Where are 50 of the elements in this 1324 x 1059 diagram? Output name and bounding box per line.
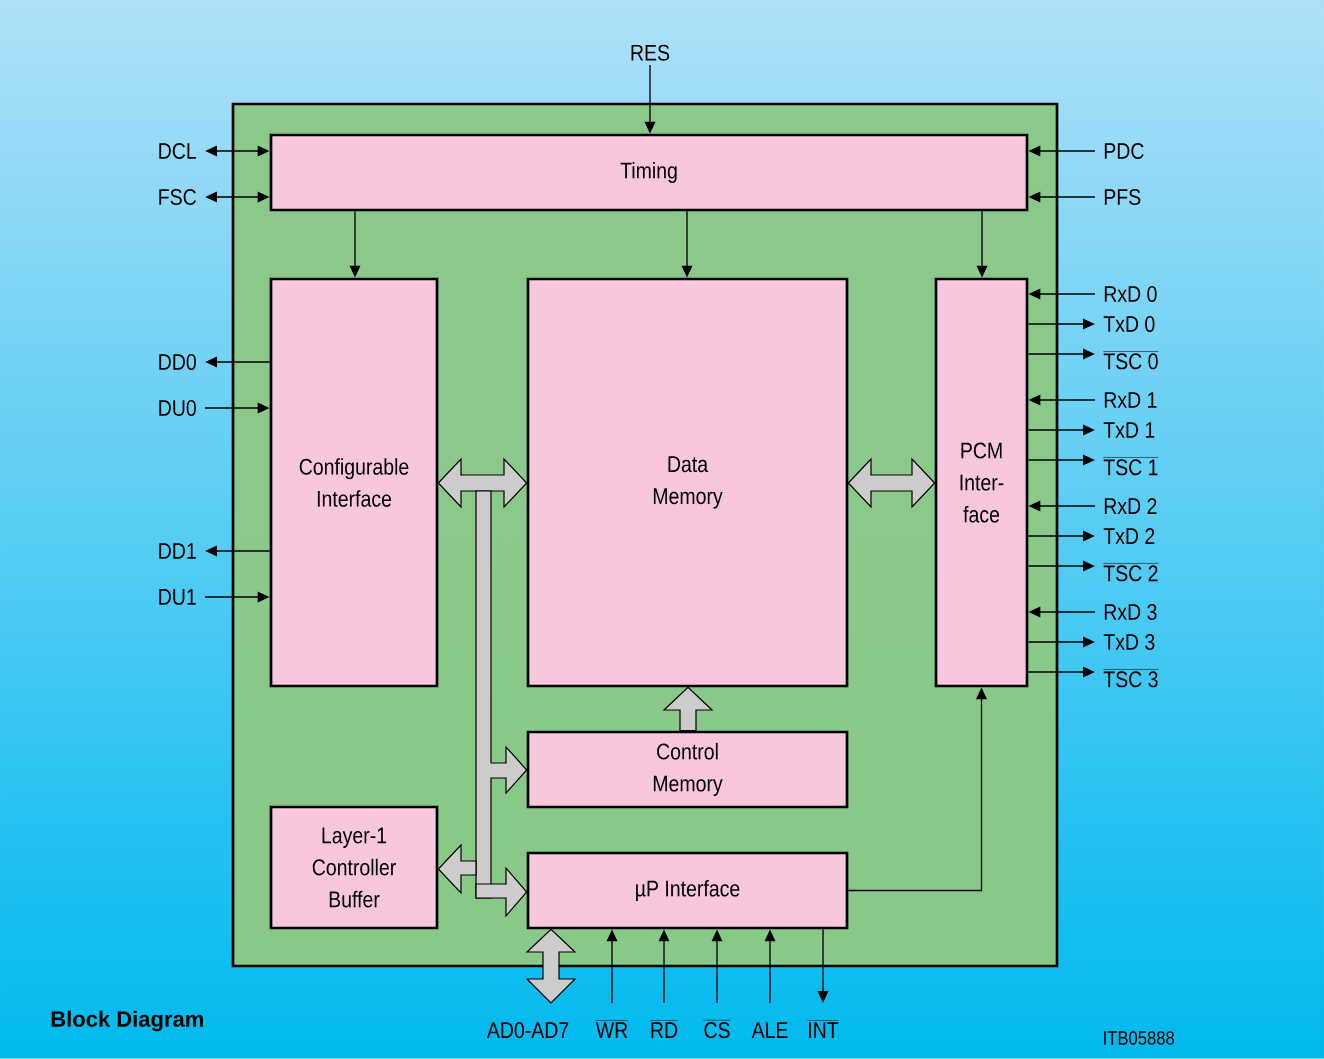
signal-arrow bbox=[1027, 348, 1095, 360]
signal-arrow bbox=[1027, 318, 1095, 330]
pin-label: TSC 2 bbox=[1103, 563, 1159, 582]
block-box: Configurable Interface bbox=[269, 277, 439, 688]
bus-arrow bbox=[437, 457, 528, 509]
bus-arrow bbox=[662, 686, 714, 732]
pin-label: CS bbox=[703, 1019, 731, 1039]
pin-label: RxD 0 bbox=[1104, 285, 1157, 303]
pin-label: INT bbox=[807, 1020, 839, 1038]
pin-label: FSC bbox=[159, 188, 196, 206]
pin-label: DU1 bbox=[159, 589, 196, 605]
pin-label: PDC bbox=[1104, 142, 1144, 160]
signal-arrow bbox=[1027, 666, 1095, 678]
signal-arrow bbox=[1027, 454, 1095, 466]
bus-arrow bbox=[847, 457, 936, 509]
pin-label: RxD 3 bbox=[1104, 603, 1157, 621]
pin-label: TSC 3 bbox=[1103, 669, 1159, 688]
signal-arrow bbox=[1027, 424, 1095, 436]
block-box: Layer-1 Controller Buffer bbox=[269, 805, 439, 930]
bus-arrow bbox=[475, 866, 528, 918]
pin-label: DD1 bbox=[159, 543, 196, 559]
signal-arrow bbox=[1027, 530, 1095, 542]
reference-number: ITB05888 bbox=[1104, 1031, 1174, 1045]
pin-label: TxD 2 bbox=[1103, 528, 1155, 544]
block-box: Data Memory bbox=[526, 277, 849, 688]
pin-label: TxD 0 bbox=[1103, 315, 1155, 333]
block-box: Control Memory bbox=[526, 730, 849, 809]
signal-arrow bbox=[1027, 560, 1095, 572]
block-box: Timing bbox=[269, 133, 1029, 212]
pin-label: PFS bbox=[1104, 188, 1141, 206]
pin-label: ALE bbox=[751, 1022, 788, 1038]
pin-label: RES bbox=[631, 44, 670, 61]
block-box: PCM Inter-face bbox=[934, 277, 1029, 688]
pin-label: DCL bbox=[159, 142, 197, 160]
pin-label: TSC 1 bbox=[1103, 457, 1159, 476]
pin-label: DU0 bbox=[159, 399, 196, 417]
pin-label: RxD 2 bbox=[1104, 498, 1157, 514]
pin-label: TxD 3 bbox=[1103, 633, 1155, 651]
pin-label: RD bbox=[649, 1020, 679, 1038]
pin-label: WR bbox=[595, 1020, 629, 1038]
diagram-title: Block Diagram bbox=[51, 1010, 203, 1032]
signal-arrow bbox=[1027, 636, 1095, 648]
pin-label: TxD 1 bbox=[1103, 422, 1155, 438]
pin-label: RxD 1 bbox=[1104, 392, 1157, 408]
block-box: µP Interface bbox=[526, 851, 849, 930]
pin-label: DD0 bbox=[159, 353, 196, 371]
pin-label: AD0-AD7 bbox=[486, 1022, 569, 1039]
pin-label: TSC 0 bbox=[1103, 351, 1159, 370]
bus-arrow bbox=[525, 928, 577, 1004]
bus-arrow bbox=[437, 843, 477, 895]
